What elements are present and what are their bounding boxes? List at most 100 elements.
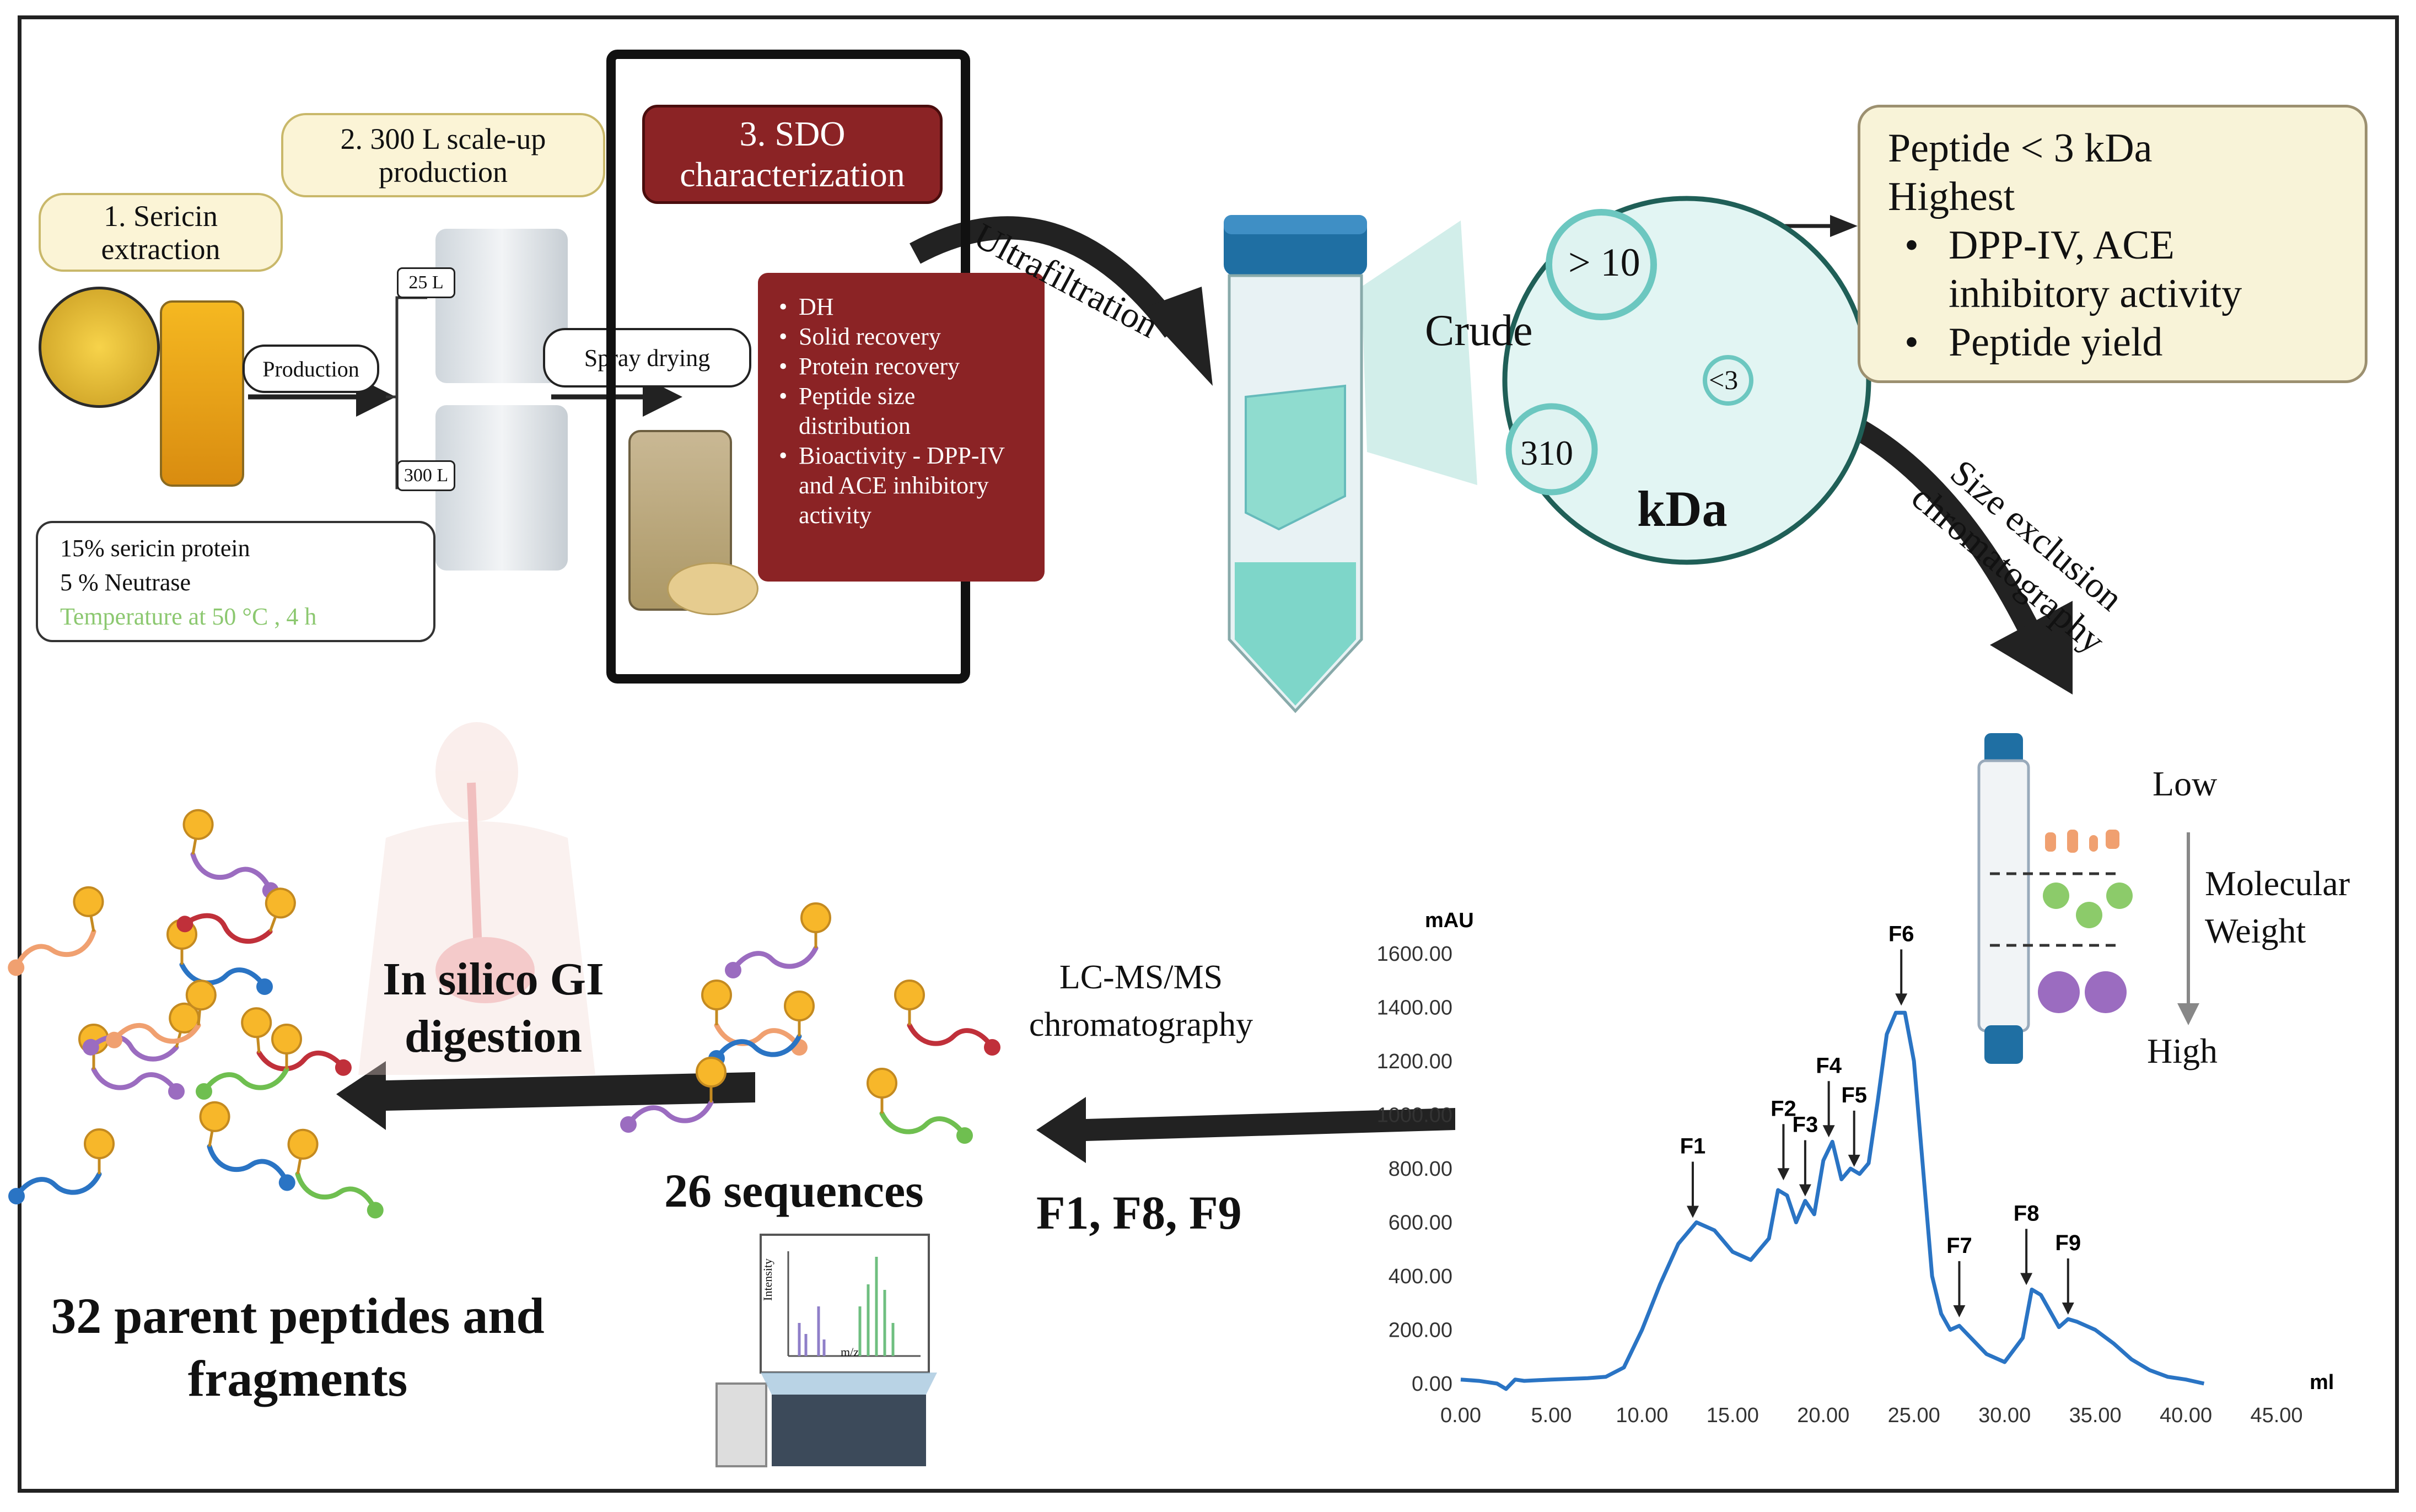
x-tick-label: 15.00 [1707, 1404, 1759, 1427]
reactor-25l-text: 25 L [408, 272, 444, 293]
peak-arrowhead-f4 [1822, 1125, 1835, 1138]
peptide-glyph [867, 1068, 973, 1144]
y-tick-label: 0.00 [1412, 1373, 1452, 1396]
condition-concentration: 15% sericin protein [60, 535, 250, 562]
peak-label-f2: F2 [1771, 1096, 1796, 1121]
y-tick-label: 800.00 [1389, 1158, 1452, 1181]
sdo-item: Protein recovery [774, 352, 1028, 381]
peak-arrowhead-f6 [1895, 993, 1908, 1006]
reactor-300l-tag: 300 L [397, 460, 455, 491]
peptide-glyph [196, 1024, 302, 1100]
figure-border [18, 15, 2399, 1493]
small-fraction-label: <3 [1709, 364, 1739, 395]
x-tick-label: 10.00 [1616, 1404, 1668, 1427]
y-tick-label: 600.00 [1389, 1212, 1452, 1235]
y-tick-label: 1600.00 [1377, 943, 1452, 966]
y-tick-label: 1400.00 [1377, 997, 1452, 1020]
lcms-arrow [1036, 1097, 1455, 1163]
peak-label-f3: F3 [1793, 1113, 1818, 1137]
peptide-glyph [176, 887, 296, 944]
high-label: High [2147, 1031, 2218, 1070]
x-tick-label: 40.00 [2160, 1404, 2212, 1427]
peptide-glyph [8, 1128, 115, 1204]
human-body [358, 722, 595, 1075]
chart-ylabel: mAU [1425, 909, 1474, 932]
sdo-list: DH Solid recovery Protein recovery Pepti… [774, 292, 1028, 530]
sec-column [1977, 733, 2199, 1064]
spray-drying-label: Spray drying [543, 328, 751, 388]
y-tick-label: 200.00 [1389, 1319, 1452, 1342]
particle-small [1703, 355, 1753, 406]
medium-fraction-label: 310 [1520, 433, 1573, 472]
peptide-glyph [725, 902, 831, 978]
peak-arrowhead-f5 [1848, 1154, 1860, 1167]
step-2-text: 2. 300 L scale-up production [340, 122, 546, 189]
chromatogram: mAUml0.00200.00400.00600.00800.001000.00… [1377, 909, 2334, 1427]
ms-spectrum-plot [760, 1234, 930, 1374]
peak-arrowhead-f1 [1686, 1206, 1699, 1218]
sdo-panel: DH Solid recovery Protein recovery Pepti… [758, 273, 1045, 582]
cocoon-image [39, 287, 160, 408]
low-label: Low [2153, 764, 2218, 803]
fractions-label: F1, F8, F9 [1036, 1186, 1242, 1239]
peak-label-f9: F9 [2055, 1231, 2081, 1255]
x-tick-label: 45.00 [2250, 1404, 2302, 1427]
gi-label: In silico GI digestion [383, 954, 604, 1062]
particle-large [1546, 209, 1657, 320]
sdo-item: DH [774, 292, 1028, 322]
peak-label-f8: F8 [2014, 1201, 2040, 1225]
crude-label: Crude [1425, 306, 1533, 355]
peak-label-f4: F4 [1816, 1053, 1842, 1078]
peptide-glyph [287, 1128, 384, 1219]
x-tick-label: 30.00 [1978, 1404, 2031, 1427]
large-fraction-label: > 10 [1568, 240, 1640, 284]
step-3-text: 3. SDO characterization [680, 114, 905, 194]
result-line-2: Highest [1888, 174, 2015, 219]
extract-jar [160, 300, 244, 487]
peptide-glyph [106, 980, 217, 1048]
peptide-glyph [241, 1007, 352, 1076]
peak-arrowhead-f8 [2020, 1273, 2033, 1285]
condition-enzyme: 5 % Neutrase [60, 569, 191, 596]
x-tick-label: 35.00 [2069, 1404, 2122, 1427]
molecular-weight-label: Molecular Weight [2205, 864, 2350, 950]
peptide-glyph [182, 809, 279, 899]
result-list: DPP-IV, ACE inhibitory activity Peptide … [1860, 221, 2337, 367]
reactor-25l-tag: 25 L [397, 267, 455, 298]
production-text: Production [262, 356, 359, 381]
gi-arrow [336, 1061, 755, 1130]
ms-xlabel: m/z [841, 1345, 859, 1359]
result-bullet: Peptide yield [1860, 318, 2337, 367]
centrifuge-tube [1224, 215, 1367, 713]
parent-peptides-label: 32 parent peptides and fragments [51, 1288, 545, 1407]
sdo-item: Bioactivity - DPP-IV and ACE inhibitory … [774, 441, 1008, 530]
y-tick-label: 1000.00 [1377, 1104, 1452, 1127]
step-1-label: 1. Sericin extraction [39, 193, 283, 272]
step-3-label: 3. SDO characterization [642, 105, 943, 204]
production-label: Production [243, 345, 379, 393]
spray-drying-text: Spray drying [584, 344, 711, 372]
peak-label-f7: F7 [1946, 1234, 1972, 1258]
conditions-box: 15% sericin protein 5 % Neutrase Tempera… [36, 521, 435, 642]
peptide-glyph [199, 1101, 295, 1191]
reactor-300l [435, 405, 568, 571]
reactor-300l-text: 300 L [403, 465, 449, 486]
sequences-label: 26 sequences [664, 1164, 924, 1217]
peptide-glyph [620, 1057, 727, 1133]
particle-medium [1505, 403, 1598, 496]
peak-label-f1: F1 [1680, 1134, 1706, 1159]
lcms-instrument [715, 1373, 937, 1467]
peak-arrowhead-f9 [2062, 1303, 2074, 1315]
x-tick-label: 20.00 [1797, 1404, 1849, 1427]
peak-label-f5: F5 [1841, 1083, 1867, 1107]
y-tick-label: 1200.00 [1377, 1050, 1452, 1073]
x-tick-label: 25.00 [1888, 1404, 1940, 1427]
x-tick-label: 5.00 [1531, 1404, 1572, 1427]
peptide-glyph [708, 991, 815, 1067]
peptide-glyph [701, 980, 808, 1056]
step-1-text: 1. Sericin extraction [101, 199, 220, 266]
peak-label-f6: F6 [1888, 922, 1914, 946]
ultrafiltration-arrow [910, 216, 1183, 338]
x-tick-label: 0.00 [1440, 1404, 1481, 1427]
